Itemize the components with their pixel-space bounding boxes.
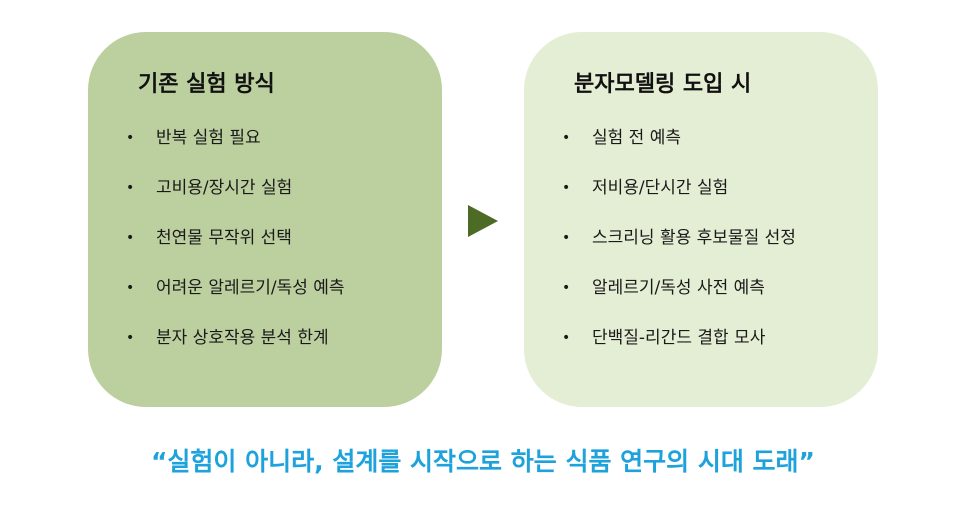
right-triangle-arrow-icon (468, 205, 498, 237)
list-item-label: 고비용/장시간 실험 (156, 178, 293, 198)
list-item: • 단백질-리간드 결합 모사 (562, 325, 796, 375)
existing-method-card: 기존 실험 방식 • 반복 실험 필요 • 고비용/장시간 실험 • 천연물 무작위 … (88, 32, 442, 407)
bullet-dot-icon: • (126, 230, 135, 246)
list-item-label: 실험 전 예측 (592, 128, 682, 148)
bullet-dot-icon: • (126, 130, 135, 146)
list-item-label: 어려운 알레르기/독성 예측 (156, 278, 345, 298)
list-item: • 실험 전 예측 (562, 125, 796, 175)
molecular-modeling-title: 분자모델링 도입 시 (574, 72, 752, 97)
list-item: • 천연물 무작위 선택 (126, 225, 345, 275)
bullet-dot-icon: • (126, 280, 135, 296)
list-item-label: 스크리닝 활용 후보물질 선정 (592, 228, 796, 248)
molecular-modeling-list: • 실험 전 예측 • 저비용/단시간 실험 • 스크리닝 활용 후보물질 선정 • 알… (562, 125, 796, 375)
bullet-dot-icon: • (126, 330, 135, 346)
list-item-label: 단백질-리간드 결합 모사 (592, 328, 766, 348)
list-item: • 분자 상호작용 분석 한계 (126, 325, 345, 375)
list-item-label: 알레르기/독성 사전 예측 (592, 278, 765, 298)
bullet-dot-icon: • (126, 180, 135, 196)
list-item-label: 저비용/단시간 실험 (592, 178, 729, 198)
list-item: • 저비용/단시간 실험 (562, 175, 796, 225)
tagline-quote: “실험이 아니라, 설계를 시작으로 하는 식품 연구의 시대 도래” (151, 447, 815, 476)
list-item-label: 반복 실험 필요 (156, 128, 261, 148)
list-item: • 스크리닝 활용 후보물질 선정 (562, 225, 796, 275)
bullet-dot-icon: • (562, 330, 571, 346)
list-item-label: 분자 상호작용 분석 한계 (156, 328, 329, 348)
bullet-dot-icon: • (562, 180, 571, 196)
list-item: • 어려운 알레르기/독성 예측 (126, 275, 345, 325)
bullet-dot-icon: • (562, 130, 571, 146)
bullet-dot-icon: • (562, 230, 571, 246)
list-item-label: 천연물 무작위 선택 (156, 228, 292, 248)
molecular-modeling-card: 분자모델링 도입 시 • 실험 전 예측 • 저비용/단시간 실험 • 스크리닝 활용… (524, 32, 878, 407)
bullet-dot-icon: • (562, 280, 571, 296)
existing-method-title: 기존 실험 방식 (138, 72, 275, 97)
list-item: • 고비용/장시간 실험 (126, 175, 345, 225)
list-item: • 알레르기/독성 사전 예측 (562, 275, 796, 325)
existing-method-list: • 반복 실험 필요 • 고비용/장시간 실험 • 천연물 무작위 선택 • 어려운 알… (126, 125, 345, 375)
list-item: • 반복 실험 필요 (126, 125, 345, 175)
